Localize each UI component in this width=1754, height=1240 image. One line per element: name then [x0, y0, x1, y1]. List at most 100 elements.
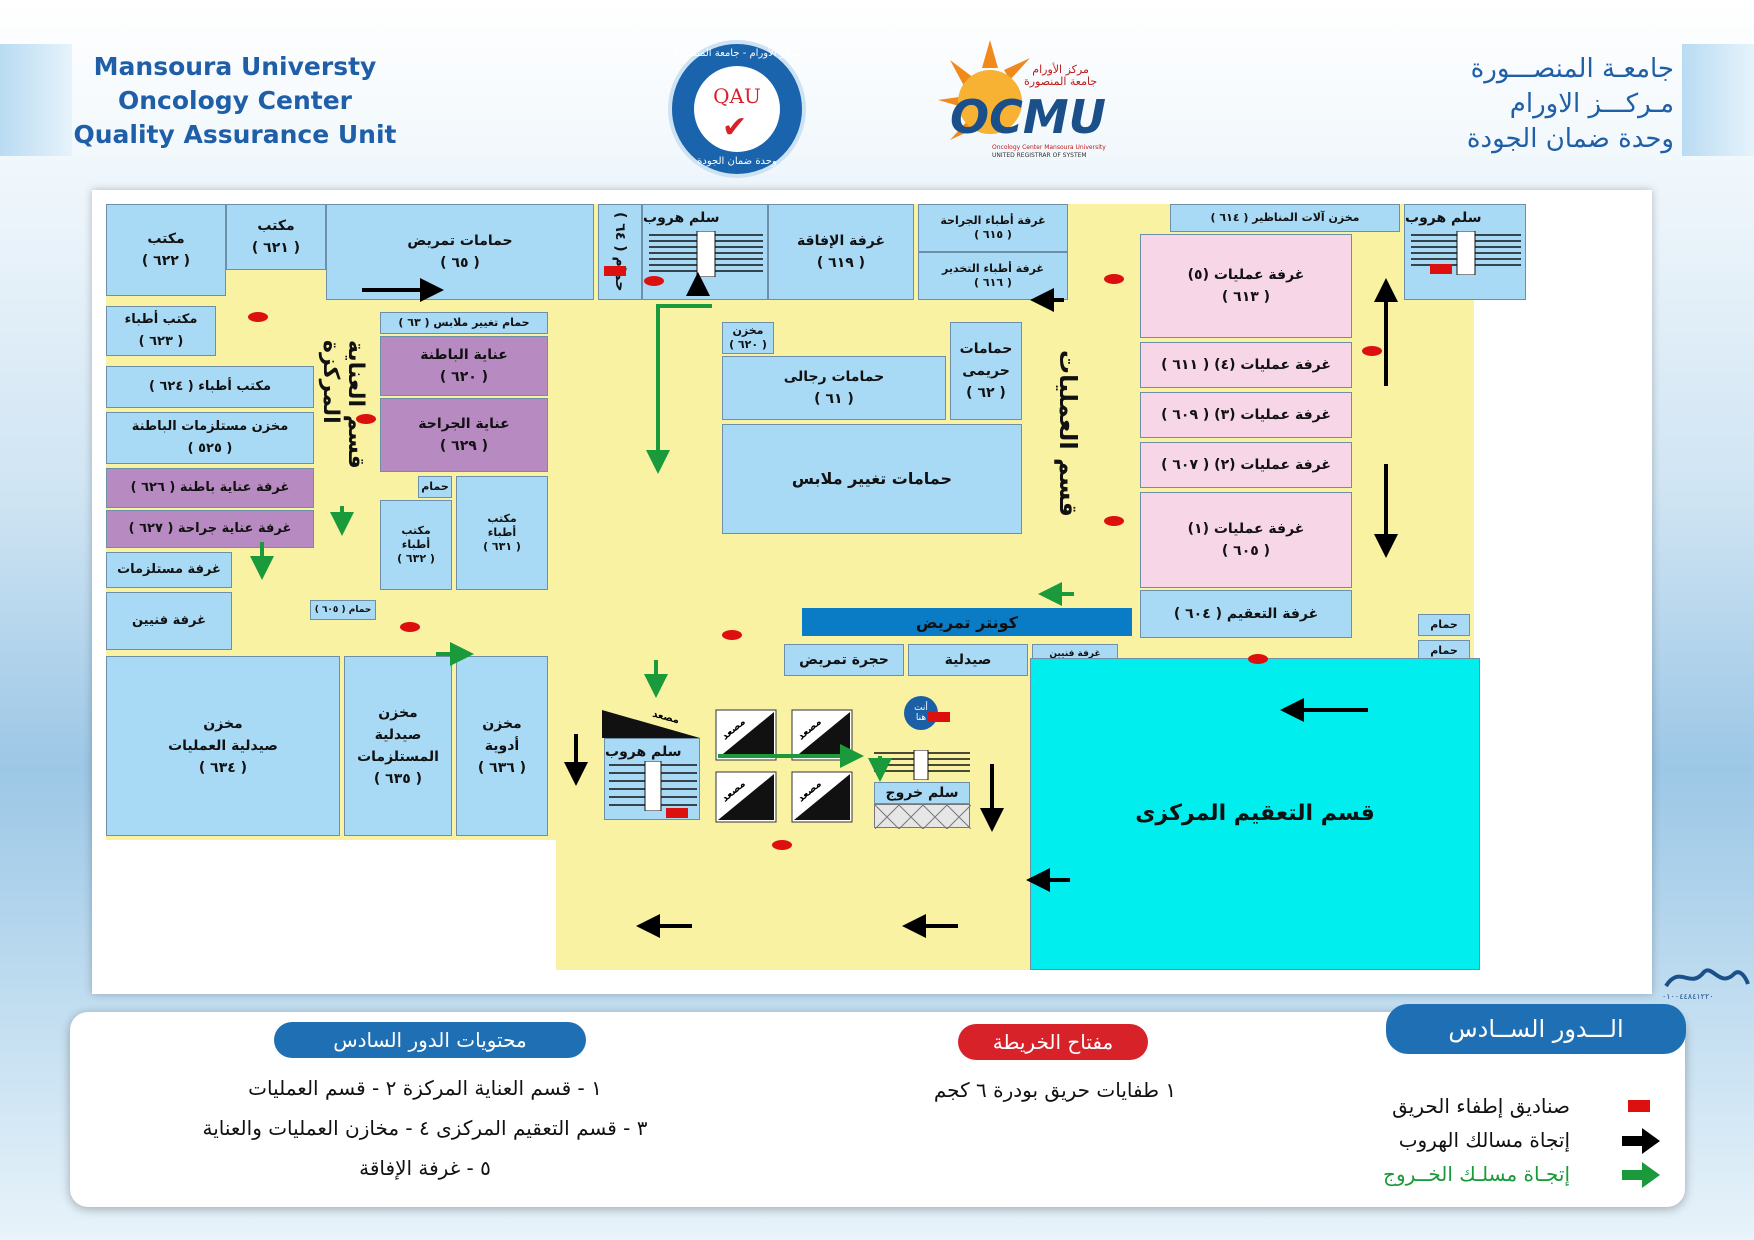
sun-icon: [938, 40, 1030, 140]
fire-extinguisher-icon: [356, 414, 376, 424]
qau-logo: مركز الأورام - جامعة المنصورة QAU ✔ وحدة…: [668, 40, 806, 178]
room-nursing: حجرة تمريض: [784, 644, 904, 676]
legend-item-exit: إتجـاة مسلـك الخــروج: [1350, 1162, 1570, 1186]
room-anesthesia-doctors: غرفة أطباء التخدير ( ٦١٦ ): [918, 252, 1068, 300]
header-arabic: جامعـة المنصـــورة مـركـــز الاورام وحدة…: [1354, 52, 1674, 157]
legend-panel: الـــدور الســادس صناديق إطفاء الحريق إت…: [70, 1004, 1686, 1207]
stair-label: سلم هروب: [1405, 210, 1482, 226]
room-exit-stair: سلم خروج: [874, 782, 970, 804]
header-ar-line2: مـركـــز الاورام: [1509, 89, 1674, 119]
fire-extinguisher-icon: [644, 276, 664, 286]
room-bath-small: حمام: [418, 476, 452, 498]
room-operation-5: غرفة عمليات (٥) ( ٦١٣ ): [1140, 234, 1352, 338]
dept-icu-label: قسم العناية المركزة: [318, 340, 368, 469]
room-medical-care: غرفة عناية باطنة ( ٦٢٦ ): [106, 468, 314, 508]
check-icon: ✔: [722, 110, 748, 145]
fire-extinguisher-icon: [1104, 516, 1124, 526]
nurse-counter: كونتر تمريض: [802, 608, 1132, 636]
qau-text: QAU: [713, 84, 761, 108]
elevator-ramp-icon: [602, 710, 700, 738]
outside-area: [106, 840, 556, 970]
signature: ٠١٠٠٤٤٨٤١٢٢٠: [1660, 964, 1750, 1004]
fire-extinguisher-icon: [248, 312, 268, 322]
room-bath-605: حمام ( ٦٠٥ ): [310, 600, 376, 620]
header-en-line1: Mansoura Universty: [93, 52, 377, 81]
room-office-621: مكتب ( ٦٢١ ): [226, 204, 326, 270]
ocmu-sub1: Oncology Center Mansoura University: [992, 144, 1106, 151]
room-nurse-baths: حمامات تمريض ( ٦٥ ): [326, 204, 594, 300]
room-sterilization-604: غرفة التعقيم ( ٦٠٤ ): [1140, 590, 1352, 638]
legend-item-label: إتجـاة مسلـك الخــروج: [1383, 1162, 1570, 1186]
room-operation-4: غرفة عمليات (٤) ( ٦١١ ): [1140, 342, 1352, 388]
room-bath-r1: حمام: [1418, 614, 1470, 636]
room-operation-2: غرفة عمليات (٢) ( ٦٠٧ ): [1140, 442, 1352, 488]
room-escape-stair-tr: سلم هروب: [1404, 204, 1526, 300]
fire-hose-box-icon: [928, 712, 950, 722]
room-doctors-632: مكتب أطباء ( ٦٣٢ ): [380, 500, 452, 590]
header-ar-line1: جامعـة المنصـــورة: [1470, 54, 1674, 84]
fire-extinguisher-icon: [1362, 346, 1382, 356]
room-doctors-623: مكتب أطباء ( ٦٢٣ ): [106, 306, 216, 356]
room-surgical-icu: عناية الجراحة ( ٦٢٩ ): [380, 398, 548, 472]
room-women-baths: حمامات حريمى ( ٦٢ ): [950, 322, 1022, 420]
qau-logo-center: QAU ✔: [694, 66, 780, 152]
room-operation-1: غرفة عمليات (١) ( ٦٠٥ ): [1140, 492, 1352, 588]
signature-icon: [1664, 968, 1750, 988]
floor-map: مكتب ( ٦٢٢ ) مكتب ( ٦٢١ ) حمامات تمريض (…: [92, 190, 1652, 994]
signature-phone: ٠١٠٠٤٤٨٤١٢٢٠: [1662, 992, 1714, 1001]
arrow-right-icon: [1622, 1162, 1660, 1188]
room-pharmacy: صيدلية: [908, 644, 1028, 676]
ocmu-sub2: UNITED REGISTRAR OF SYSTEM: [992, 152, 1087, 159]
room-surgery-doctors: غرفة أطباء الجراحة ( ٦١٥ ): [918, 204, 1068, 252]
room-changing-bath-63: حمام تغيير ملابس ( ٦٣ ): [380, 312, 548, 334]
room-ops-pharmacy-store: مخزن صيدلية العمليات ( ٦٣٤ ): [106, 656, 340, 836]
room-supplies: غرفة مستلزمات: [106, 552, 232, 588]
ocmu-logo: OCMU مركز الأورام جامعة المنصورة Oncolog…: [930, 30, 1120, 170]
fire-hose-box-icon: [604, 266, 626, 276]
qau-ring-top: مركز الأورام - جامعة المنصورة: [673, 48, 801, 59]
header-band-left: [0, 44, 72, 156]
fire-extinguisher-icon: [772, 840, 792, 850]
map-key-title: مفتاح الخريطة: [958, 1024, 1148, 1060]
room-scopes-store: مخزن آلات المناظير ( ٦١٤ ): [1170, 204, 1400, 232]
room-doctors-631: مكتب أطباء ( ٦٣١ ): [456, 476, 548, 590]
room-changing-baths: حمامات تغيير ملابس: [722, 424, 1022, 534]
legend-item-escape: إتجاة مسالك الهروب: [1350, 1128, 1570, 1152]
header-english: Mansoura Universty Oncology Center Quali…: [70, 50, 400, 152]
header-en-line3: Quality Assurance Unit: [73, 120, 397, 149]
header-ar-line3: وحدة ضمان الجودة: [1466, 124, 1674, 154]
header-en-line2: Oncology Center: [117, 86, 353, 115]
fire-hose-box-icon: [666, 808, 688, 818]
elevator-bank: مصعد مصعد مصعد مصعد: [708, 702, 860, 830]
room-supplies-pharmacy-store: مخزن صيدلية المستلزمات ( ٦٣٥ ): [344, 656, 452, 836]
fire-extinguisher-icon: [1104, 274, 1124, 284]
fire-extinguisher-icon: [722, 630, 742, 640]
legend-item-fire-box: صناديق إطفاء الحريق: [1350, 1094, 1570, 1118]
crosshatch-icon: [874, 804, 972, 830]
room-medical-icu: عناية الباطنة ( ٦٢٠ ): [380, 336, 548, 396]
ocmu-mark: OCMU: [950, 90, 1106, 144]
room-men-baths: حمامات رجالى ( ٦١ ): [722, 356, 946, 420]
fire-hose-box-icon: [1628, 1100, 1650, 1112]
stair-label: سلم هروب: [643, 210, 720, 226]
contents-line-3: ٥ - غرفة الإفاقة: [359, 1156, 491, 1180]
header-band-right: [1682, 44, 1754, 156]
fire-hose-box-icon: [1430, 264, 1452, 274]
dept-operations-label: قسم العمليات: [1054, 350, 1082, 517]
legend-item-label: صناديق إطفاء الحريق: [1392, 1094, 1570, 1118]
room-escape-stair-bottom: سلم هروب: [604, 738, 700, 820]
fire-extinguisher-icon: [400, 622, 420, 632]
map-key-item: ١ طفايات حريق بودرة ٦ كجم: [933, 1078, 1177, 1102]
room-recovery: غرفة الإفاقة ( ٦١٩ ): [768, 204, 914, 300]
elevator-icons: [715, 709, 853, 823]
room-store-620: مخزن ( ٦٢٠ ): [722, 322, 774, 354]
stairs-icon: [649, 231, 763, 277]
ocmu-ar: مركز الأورام جامعة المنصورة: [1024, 63, 1098, 88]
fire-extinguisher-icon: [1248, 654, 1268, 664]
stairs-icon: [1411, 231, 1521, 275]
room-office-622: مكتب ( ٦٢٢ ): [106, 204, 226, 296]
stairs-icon: [609, 761, 697, 811]
arrow-right-icon: [1622, 1128, 1660, 1154]
contents-line-1: ١ - قسم العناية المركزة ٢ - قسم العمليات: [248, 1076, 602, 1100]
room-operation-3: غرفة عمليات (٣) ( ٦٠٩ ): [1140, 392, 1352, 438]
